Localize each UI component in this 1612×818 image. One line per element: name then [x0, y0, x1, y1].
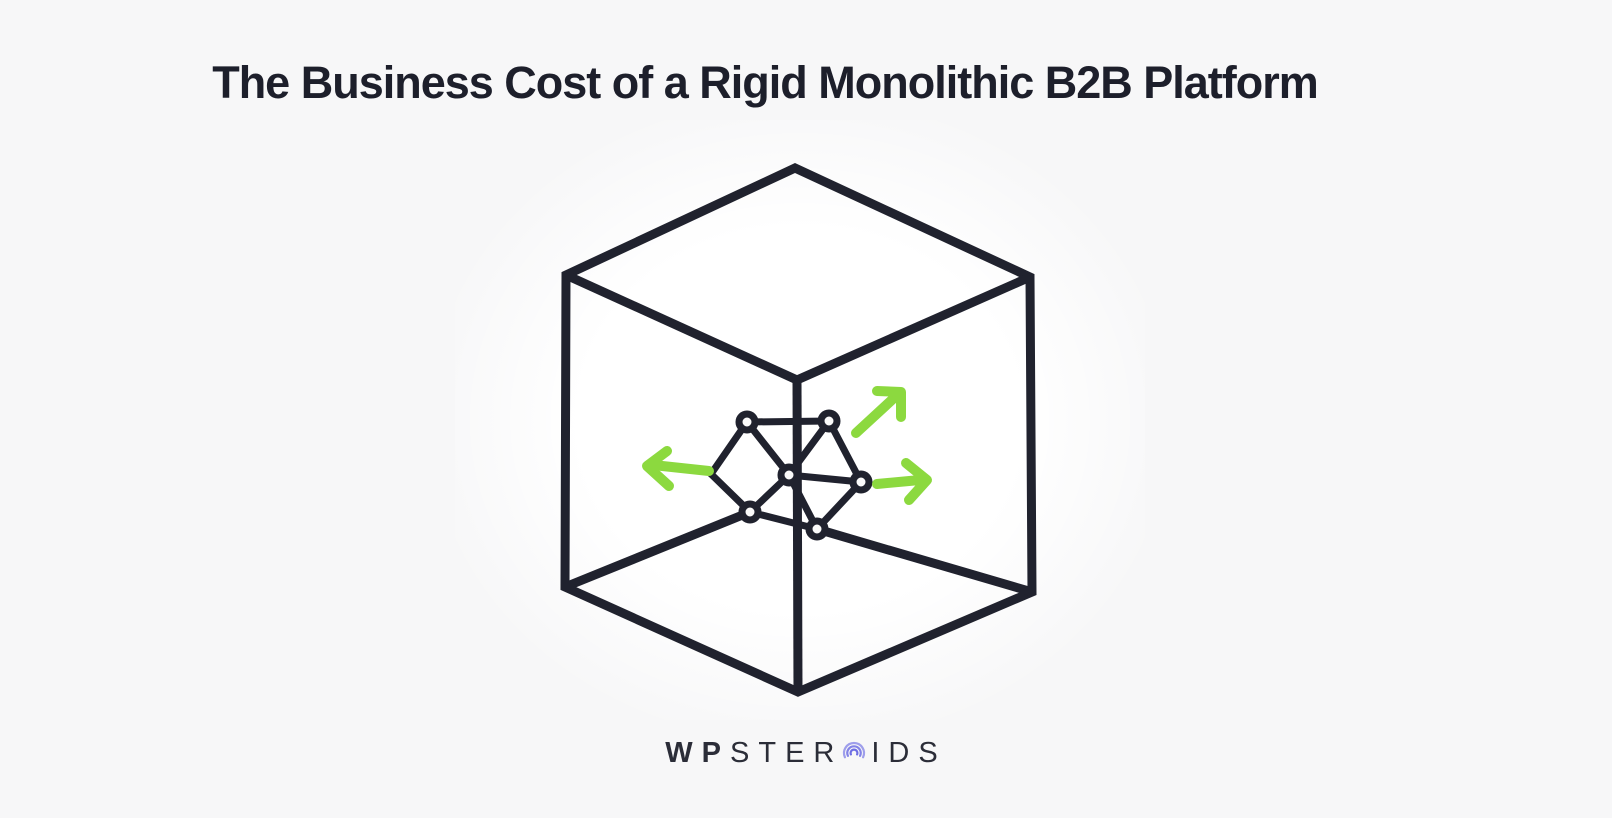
logo-text-ster: STER [730, 737, 844, 769]
network-node-n6 [805, 517, 829, 541]
cube-inner-edge-3 [792, 379, 803, 693]
network-node-n1 [735, 410, 759, 434]
network-node-n3 [777, 463, 801, 487]
arrow-left-icon-shaft [648, 460, 714, 476]
network-node-n5 [738, 500, 762, 524]
arrow-left-icon [642, 446, 674, 491]
network-edge-n5-n6 [746, 508, 821, 533]
cube-inner-edge-5 [815, 524, 1034, 597]
cube-inner-edge-4 [563, 507, 752, 592]
logo-text-wp: WP [665, 737, 731, 769]
logo-text-ids: IDS [871, 737, 947, 769]
network-edge-n1-n2 [743, 417, 833, 426]
title-row: The Business Cost of a Rigid Monolithic … [0, 60, 1530, 105]
arrow-right-icon [901, 458, 932, 505]
nested-arcs-icon [843, 741, 866, 759]
network-node-n2 [817, 409, 841, 433]
cube-inner-edge-1 [564, 270, 799, 385]
network-node-n4 [849, 470, 873, 494]
page-title: The Business Cost of a Rigid Monolithic … [212, 57, 1319, 108]
network-edge-n3-n4 [785, 471, 865, 486]
arrow-up-right-icon [872, 386, 906, 422]
arrow-right-icon-shaft [872, 475, 925, 489]
arrow-up-right-icon-shaft [851, 393, 899, 438]
cube-inner-edge-2 [795, 272, 1032, 385]
